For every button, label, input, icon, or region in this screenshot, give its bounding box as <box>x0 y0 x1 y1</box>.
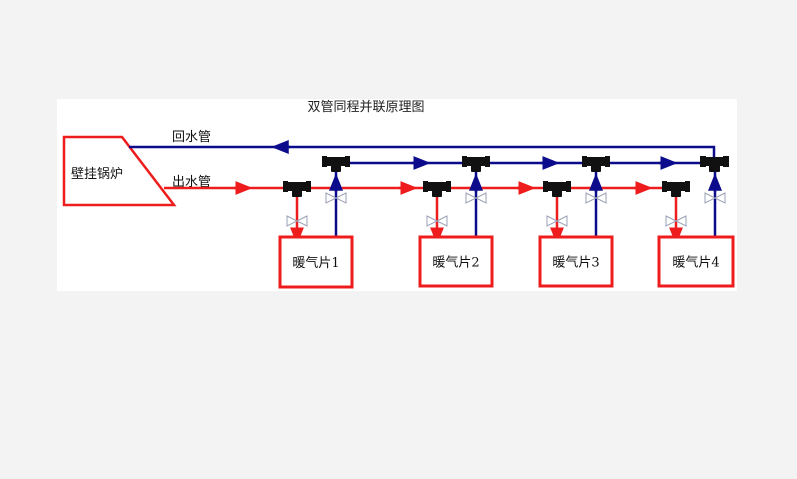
tee-fitting-end <box>322 156 327 167</box>
boiler-shape <box>62 135 177 207</box>
tee-fitting-end <box>700 156 705 167</box>
tee-fitting-end <box>605 156 610 167</box>
tee-fitting-stem <box>709 157 719 172</box>
diagram-title: 双管同程并联原理图 <box>307 100 424 115</box>
diagram-panel <box>57 99 737 291</box>
tee-fitting-stem <box>552 182 562 197</box>
tee-fitting-end <box>566 181 571 192</box>
tee-fitting-end <box>485 156 490 167</box>
valve-icon <box>594 192 607 204</box>
tee-fitting-end <box>462 156 467 167</box>
radiator-box <box>538 235 614 288</box>
tee-fitting-end <box>543 181 548 192</box>
tee-fitting-stem <box>671 182 681 197</box>
tee-fitting-end <box>723 156 728 167</box>
tee-fitting-stem <box>591 157 601 172</box>
radiator-box <box>657 235 735 288</box>
radiator-unit-4: 暖气片4 <box>657 156 735 288</box>
valve-icon <box>286 215 299 227</box>
valve-icon <box>334 192 347 204</box>
tee-fitting-stem <box>331 157 341 172</box>
valve-icon <box>555 215 568 227</box>
radiator-label: 暖气片1 <box>292 255 339 271</box>
tee-fitting-stem <box>471 157 481 172</box>
radiator-label: 暖气片3 <box>552 255 599 271</box>
valve-icon <box>704 192 717 204</box>
radiator-label: 暖气片4 <box>672 255 719 271</box>
tee-fitting-end <box>662 181 667 192</box>
radiator-unit-1: 暖气片1 <box>278 156 354 289</box>
radiator-box <box>278 235 354 289</box>
radiator-box <box>418 235 494 288</box>
radiator-unit-2: 暖气片2 <box>418 156 494 288</box>
valve-icon <box>546 215 559 227</box>
tee-fitting-stem <box>292 182 302 197</box>
valve-icon <box>474 192 487 204</box>
supply-pipe-label: 出水管 <box>172 175 211 190</box>
tee-fitting-end <box>446 181 451 192</box>
return-end-tee <box>700 156 728 172</box>
valve-icon <box>674 215 687 227</box>
valve-icon <box>665 215 678 227</box>
tee-fitting-end <box>345 156 350 167</box>
valve-icon <box>713 192 726 204</box>
wall-boiler: 壁挂锅炉 <box>62 135 177 207</box>
return-pipe-label: 回水管 <box>172 130 211 145</box>
boiler-label: 壁挂锅炉 <box>71 166 123 182</box>
tee-fitting-end <box>283 181 288 192</box>
valve-icon <box>295 215 308 227</box>
valve-icon <box>465 192 478 204</box>
tee-fitting-end <box>423 181 428 192</box>
valve-icon <box>585 192 598 204</box>
tee-fitting-end <box>306 181 311 192</box>
tee-fitting-end <box>582 156 587 167</box>
tee-fitting-end <box>685 181 690 192</box>
valve-icon <box>325 192 338 204</box>
radiator-unit-3: 暖气片3 <box>538 156 614 288</box>
valve-icon <box>435 215 448 227</box>
tee-fitting-stem <box>432 182 442 197</box>
valve-icon <box>426 215 439 227</box>
radiator-label: 暖气片2 <box>432 255 479 271</box>
